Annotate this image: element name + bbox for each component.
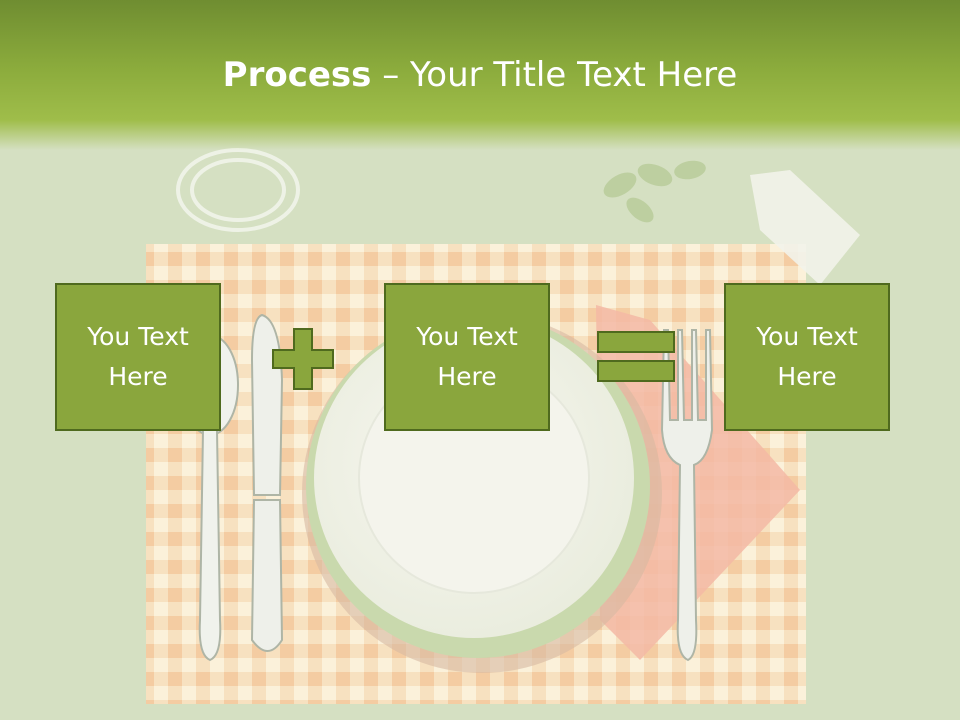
napkin (596, 305, 800, 660)
title-bar (0, 0, 960, 150)
process-box-2[interactable]: You Text Here (384, 283, 550, 431)
title-rest: Your Title Text Here (410, 55, 738, 95)
plus-icon[interactable] (272, 328, 334, 390)
slide-title: Process – Your Title Text Here (0, 50, 960, 100)
knife (250, 313, 284, 652)
box-text-line-2: Here (108, 362, 168, 391)
process-box-3[interactable]: You Text Here (724, 283, 890, 431)
box-text-line-1: You Text (87, 322, 189, 351)
title-bold: Process (222, 55, 372, 95)
process-box-1[interactable]: You Text Here (55, 283, 221, 431)
box-text-line-1: You Text (416, 322, 518, 351)
box-text-line-2: Here (437, 362, 497, 391)
title-dash: – (371, 55, 411, 95)
folded-napkin (750, 170, 860, 285)
fork (660, 329, 714, 662)
leaves-decoration (603, 160, 706, 223)
box-text-line-1: You Text (756, 322, 858, 351)
glass-decoration (176, 148, 300, 232)
box-text-line-2: Here (777, 362, 837, 391)
equals-icon[interactable] (597, 331, 677, 383)
